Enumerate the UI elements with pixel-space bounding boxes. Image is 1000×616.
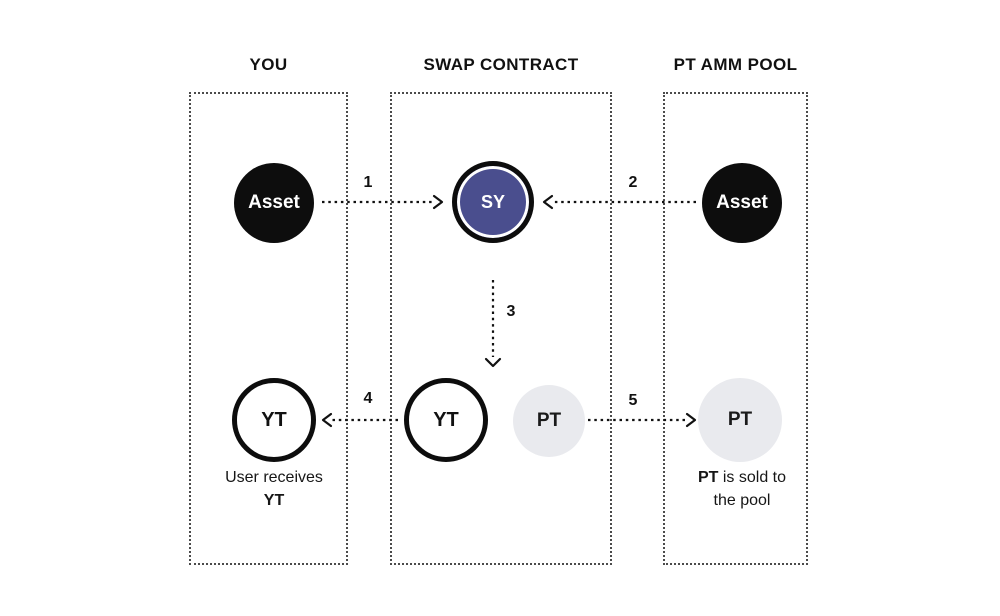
node-asset-you: Asset [234, 163, 314, 243]
node-yt-you: YT [232, 378, 316, 462]
node-asset-pool-label: Asset [716, 192, 768, 213]
node-yt-swap: YT [404, 378, 488, 462]
node-pt-swap: PT [513, 385, 585, 457]
column-title-you: YOU [249, 55, 288, 74]
step-label-2: 2 [628, 174, 638, 191]
node-asset-you-label: Asset [248, 192, 300, 213]
caption-pt-sold-bold: PT [697, 469, 719, 486]
node-yt-swap-label: YT [433, 408, 459, 431]
caption-pt-sold-to-pool: PT is sold to the pool [652, 466, 832, 512]
caption-user-receives-line1: User receives [225, 469, 323, 486]
column-title-swap-contract: SWAP CONTRACT [423, 55, 579, 74]
step-label-4: 4 [363, 390, 373, 407]
caption-user-receives-line2: YT [263, 492, 285, 509]
caption-pt-sold-line2: the pool [713, 492, 771, 509]
node-asset-pool: Asset [702, 163, 782, 243]
node-yt-you-label: YT [261, 408, 287, 431]
node-pt-swap-label: PT [536, 410, 562, 431]
node-sy-label: SY [480, 191, 505, 212]
column-box-pt-amm-pool [663, 92, 808, 565]
column-title-pt-amm-pool: PT AMM POOL [673, 55, 798, 74]
caption-user-receives-yt: User receives YT [184, 466, 364, 512]
caption-pt-sold-rest: is sold to [718, 469, 787, 486]
node-pt-pool-label: PT [727, 409, 753, 430]
node-sy: SY [452, 161, 534, 243]
step-label-3: 3 [506, 303, 516, 320]
step-label-1: 1 [363, 174, 373, 191]
column-box-you [189, 92, 348, 565]
node-pt-pool: PT [698, 378, 782, 462]
column-box-swap-contract [390, 92, 612, 565]
step-label-5: 5 [628, 392, 638, 409]
